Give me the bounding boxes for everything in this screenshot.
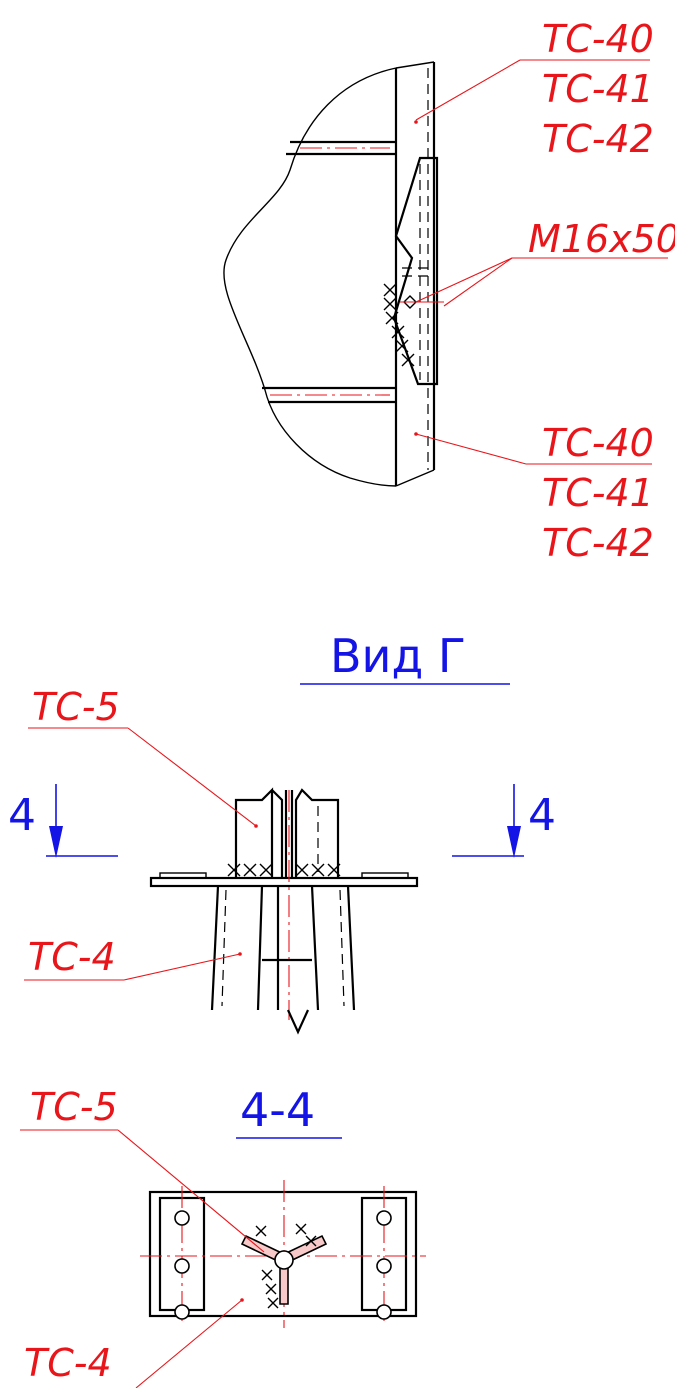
- top-detail: ТС-40 ТС-41 ТС-42 M16x50 ТС-40 ТС-41 ТС-…: [223, 17, 675, 565]
- leader-lower: [415, 433, 527, 465]
- section-4-4: 4-4: [20, 1083, 426, 1388]
- label-bolt: M16x50: [528, 217, 675, 261]
- section-label-tc5: ТС-5: [30, 1085, 118, 1129]
- tri-leg-profile: [240, 1234, 328, 1305]
- view-g-label-tc5: ТС-5: [32, 685, 120, 729]
- bolt-hole-right-middle: [376, 1258, 392, 1274]
- upper-profile: [234, 787, 340, 878]
- base-plate: [149, 876, 419, 888]
- section-title: 4-4: [240, 1083, 315, 1137]
- splice-plate: [392, 156, 439, 386]
- label-lower-2: ТС-41: [542, 471, 654, 515]
- column-bottom-edge: [395, 469, 435, 487]
- break-outline: [223, 67, 397, 487]
- leader-upper: [415, 59, 521, 121]
- column-top-edge: [395, 61, 435, 69]
- bolt-hole-right-top: [376, 1210, 392, 1226]
- bolt-hole-right-bottom: [376, 1304, 392, 1320]
- leader-tc5-dot: [254, 824, 258, 828]
- tri-leg-center-tube: [274, 1250, 294, 1270]
- section-label-tc4: ТС-4: [24, 1341, 112, 1385]
- label-upper-1: ТС-40: [542, 17, 654, 61]
- bolt-hole-left-bottom: [174, 1304, 190, 1320]
- view-g-label-tc4: ТС-4: [28, 935, 116, 979]
- section-mark-left-number: 4: [8, 790, 36, 841]
- section-leader-tc5: [117, 1129, 265, 1253]
- leader-bolt-a: [415, 257, 513, 303]
- section-leader-tc4: [135, 1299, 243, 1388]
- leader-dot-lower: [414, 432, 418, 436]
- leader-dot-upper: [414, 120, 418, 124]
- lower-hidden-left: [221, 889, 227, 1007]
- section-mark-left-arrow-head: [49, 826, 63, 858]
- view-g-weld-symbols: [227, 863, 341, 877]
- lower-hidden-right: [339, 889, 345, 1007]
- weld-symbols: [383, 283, 415, 367]
- section-weld-symbols: [255, 1223, 317, 1309]
- lower-profile: [210, 885, 356, 1035]
- bolt-hole-left-middle: [174, 1258, 190, 1274]
- label-upper-2: ТС-41: [542, 67, 654, 111]
- view-g: Вид Г 4 4: [8, 629, 556, 1035]
- base-plate-washer-right: [361, 872, 409, 879]
- label-lower-3: ТС-42: [542, 521, 654, 565]
- base-plate-washer-left: [159, 872, 207, 879]
- label-upper-3: ТС-42: [542, 117, 654, 161]
- section-mark-right-number: 4: [528, 790, 556, 841]
- section-plate: [148, 1190, 418, 1318]
- section-leader-tc4-dot: [240, 1298, 244, 1302]
- bolt-symbol: [403, 295, 417, 309]
- leader-bolt-b: [443, 257, 513, 307]
- view-g-title: Вид Г: [330, 629, 466, 683]
- leader-tc5: [127, 727, 257, 827]
- label-lower-1: ТС-40: [542, 421, 654, 465]
- section-mark-right-arrow-head: [507, 826, 521, 858]
- leader-tc4-dot: [238, 952, 242, 956]
- leader-tc4: [123, 953, 241, 981]
- bolt-hole-left-top: [174, 1210, 190, 1226]
